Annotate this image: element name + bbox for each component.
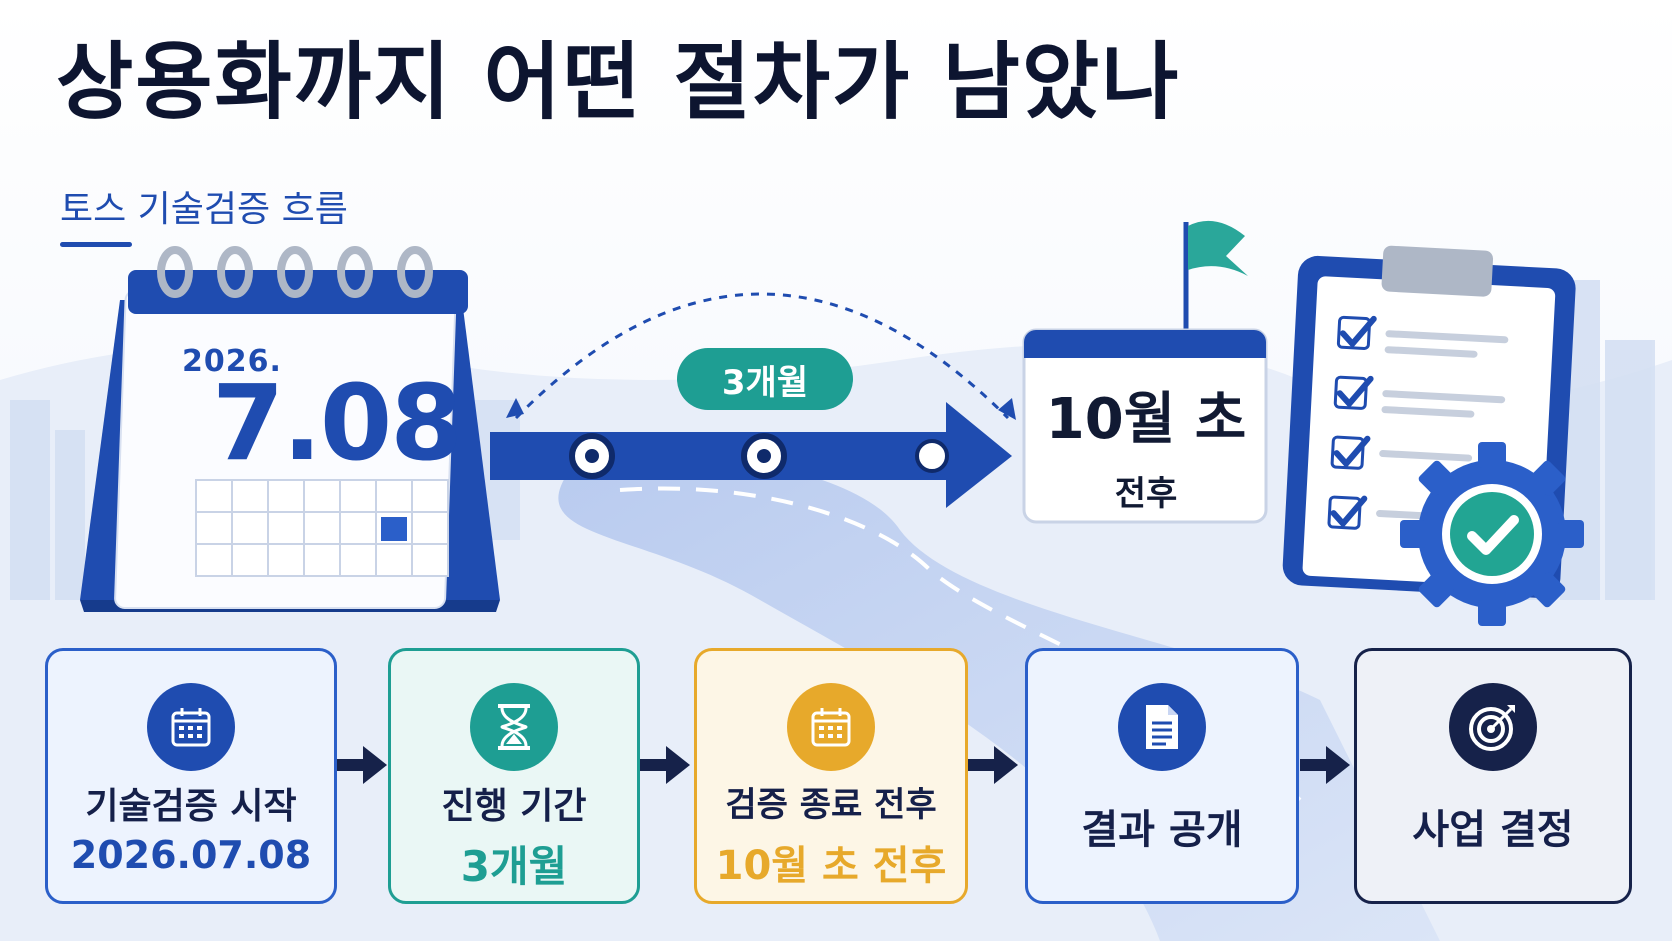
document-icon	[1118, 683, 1206, 771]
step-title: 기술검증 시작	[85, 786, 297, 827]
calendar-date: 7.08	[212, 362, 463, 484]
calendar-icon	[787, 683, 875, 771]
step-value: 10월 초 전후	[715, 843, 947, 889]
step-card-duration: 진행 기간 3개월	[388, 648, 640, 904]
step-card-decision: 사업 결정	[1354, 648, 1632, 904]
step-value: 2026.07.08	[70, 833, 312, 877]
milestone-sublabel: 전후	[1114, 474, 1178, 514]
subtitle-underline	[60, 242, 132, 247]
calendar-icon	[147, 683, 235, 771]
step-arrow-icon	[968, 746, 1018, 784]
milestone-label: 10월 초	[1045, 387, 1247, 452]
hourglass-icon	[470, 683, 558, 771]
step-title: 진행 기간	[441, 786, 587, 827]
step-title: 사업 결정	[1412, 807, 1574, 853]
page-subtitle: 토스 기술검증 흐름	[60, 189, 348, 230]
target-icon	[1449, 683, 1537, 771]
page-title: 상용화까지 어떤 절차가 남았나	[56, 33, 1181, 131]
duration-pill: 3개월	[677, 348, 853, 410]
calendar-year: 2026.	[182, 344, 282, 379]
milestone-flag-card	[1022, 220, 1268, 524]
step-arrow-icon	[640, 746, 690, 784]
desk-calendar-illustration	[80, 246, 500, 612]
step-value: 3개월	[460, 842, 568, 891]
step-title: 검증 종료 전후	[725, 785, 937, 825]
step-arrow-icon	[1300, 746, 1350, 784]
step-card-results: 결과 공개	[1025, 648, 1299, 904]
step-arrow-icon	[337, 746, 387, 784]
step-title: 결과 공개	[1081, 807, 1243, 853]
clipboard-checklist-illustration	[1282, 245, 1584, 626]
step-card-start: 기술검증 시작 2026.07.08	[45, 648, 337, 904]
step-card-end: 검증 종료 전후 10월 초 전후	[694, 648, 968, 904]
